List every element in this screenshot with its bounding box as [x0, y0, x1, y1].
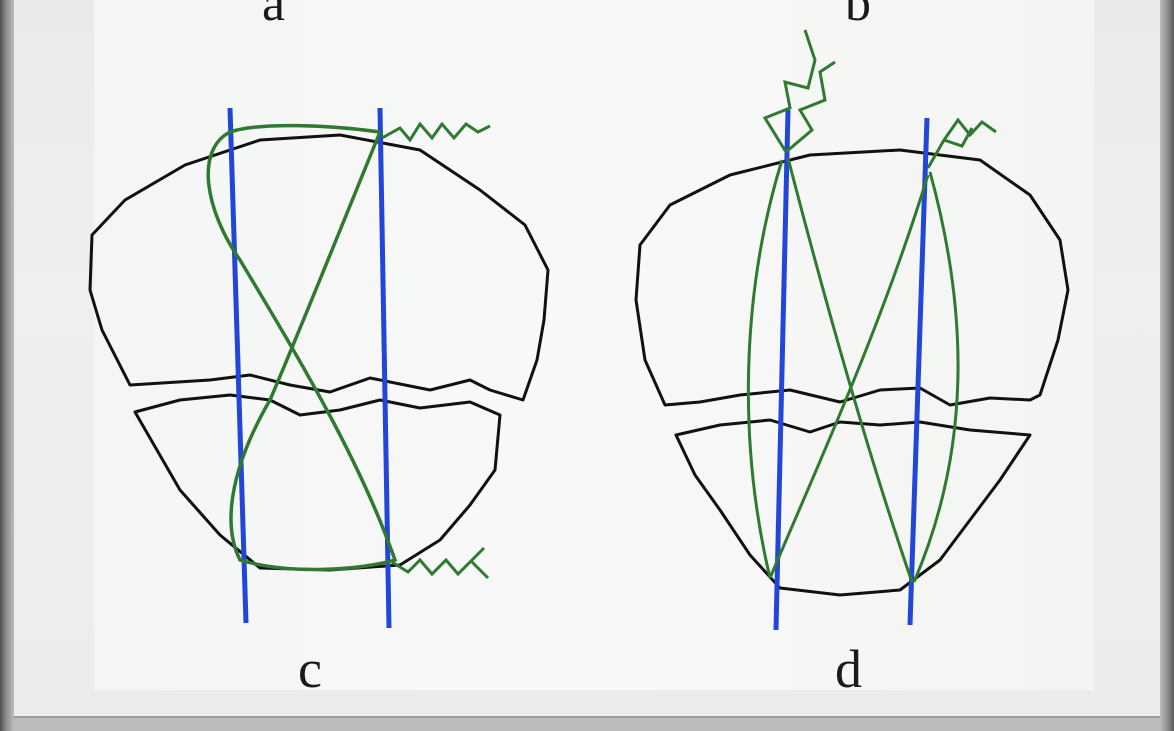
- top-cut-label-a: a: [262, 0, 286, 32]
- top-cut-label-b: b: [845, 0, 871, 32]
- panel-d-upper-fragment: [634, 148, 1070, 407]
- panel-c-upper-fragment: [88, 133, 550, 402]
- panel-c-guide-line-left: [227, 107, 249, 624]
- monitor-screen: [14, 0, 1160, 718]
- panel-d: [634, 29, 1070, 631]
- panel-d-guide-line-left: [773, 109, 791, 631]
- panel-c: [88, 107, 550, 629]
- panel-c-lower-fragment: [133, 393, 502, 572]
- panel-d-knot-top-right: [926, 117, 997, 169]
- figure-sheet: [94, 0, 1094, 690]
- panel-d-suture-cross-2: [768, 174, 930, 579]
- panel-c-guide-line-right: [377, 107, 392, 629]
- panel-d-knot-top-left: [762, 29, 836, 154]
- panel-d-suture-cross-1: [786, 157, 914, 583]
- panel-d-guide-line-right: [907, 117, 930, 626]
- panel-d-lower-fragment: [674, 418, 1032, 597]
- panel-d-suture-outer-right: [912, 171, 960, 583]
- panel-label-c: c: [298, 639, 322, 699]
- panel-c-suture-loop: [206, 123, 398, 572]
- panel-d-suture-outer-left: [746, 159, 784, 579]
- panel-c-knot-bottom: [391, 546, 490, 580]
- panel-c-knot-top: [381, 121, 491, 143]
- panel-label-d: d: [835, 639, 862, 699]
